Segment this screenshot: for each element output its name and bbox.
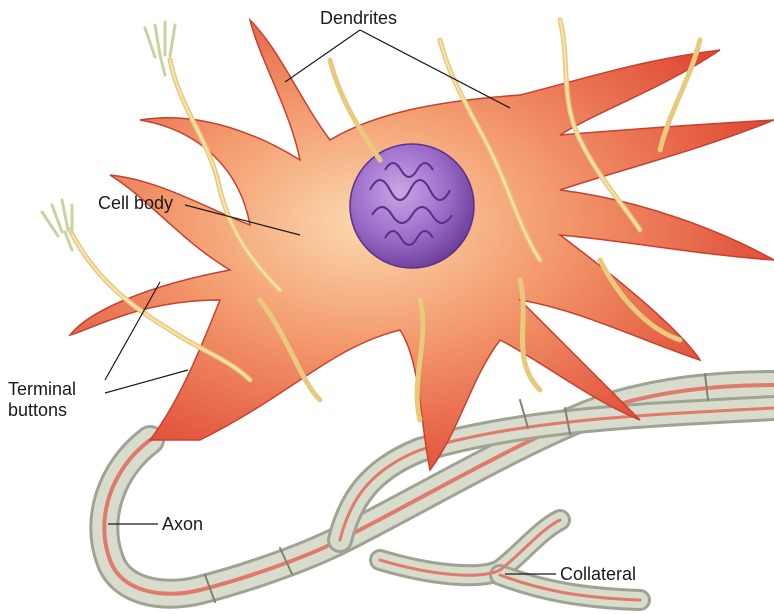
terminal-buttons-label: Terminal buttons [8,379,76,421]
collateral-label: Collateral [560,564,636,585]
terminal-buttons-label-line1: Terminal [8,379,76,400]
terminal-buttons-label-line2: buttons [8,400,76,421]
dendrites-pointer-left [285,30,360,82]
terminal-pointer-lower [105,370,188,393]
terminal-buttons [42,22,175,250]
dendrites-pointer-right [360,30,510,108]
nucleus [350,144,474,268]
cell-body-label: Cell body [98,193,173,214]
axon-label: Axon [162,514,203,535]
dendrites-label: Dendrites [320,8,397,29]
